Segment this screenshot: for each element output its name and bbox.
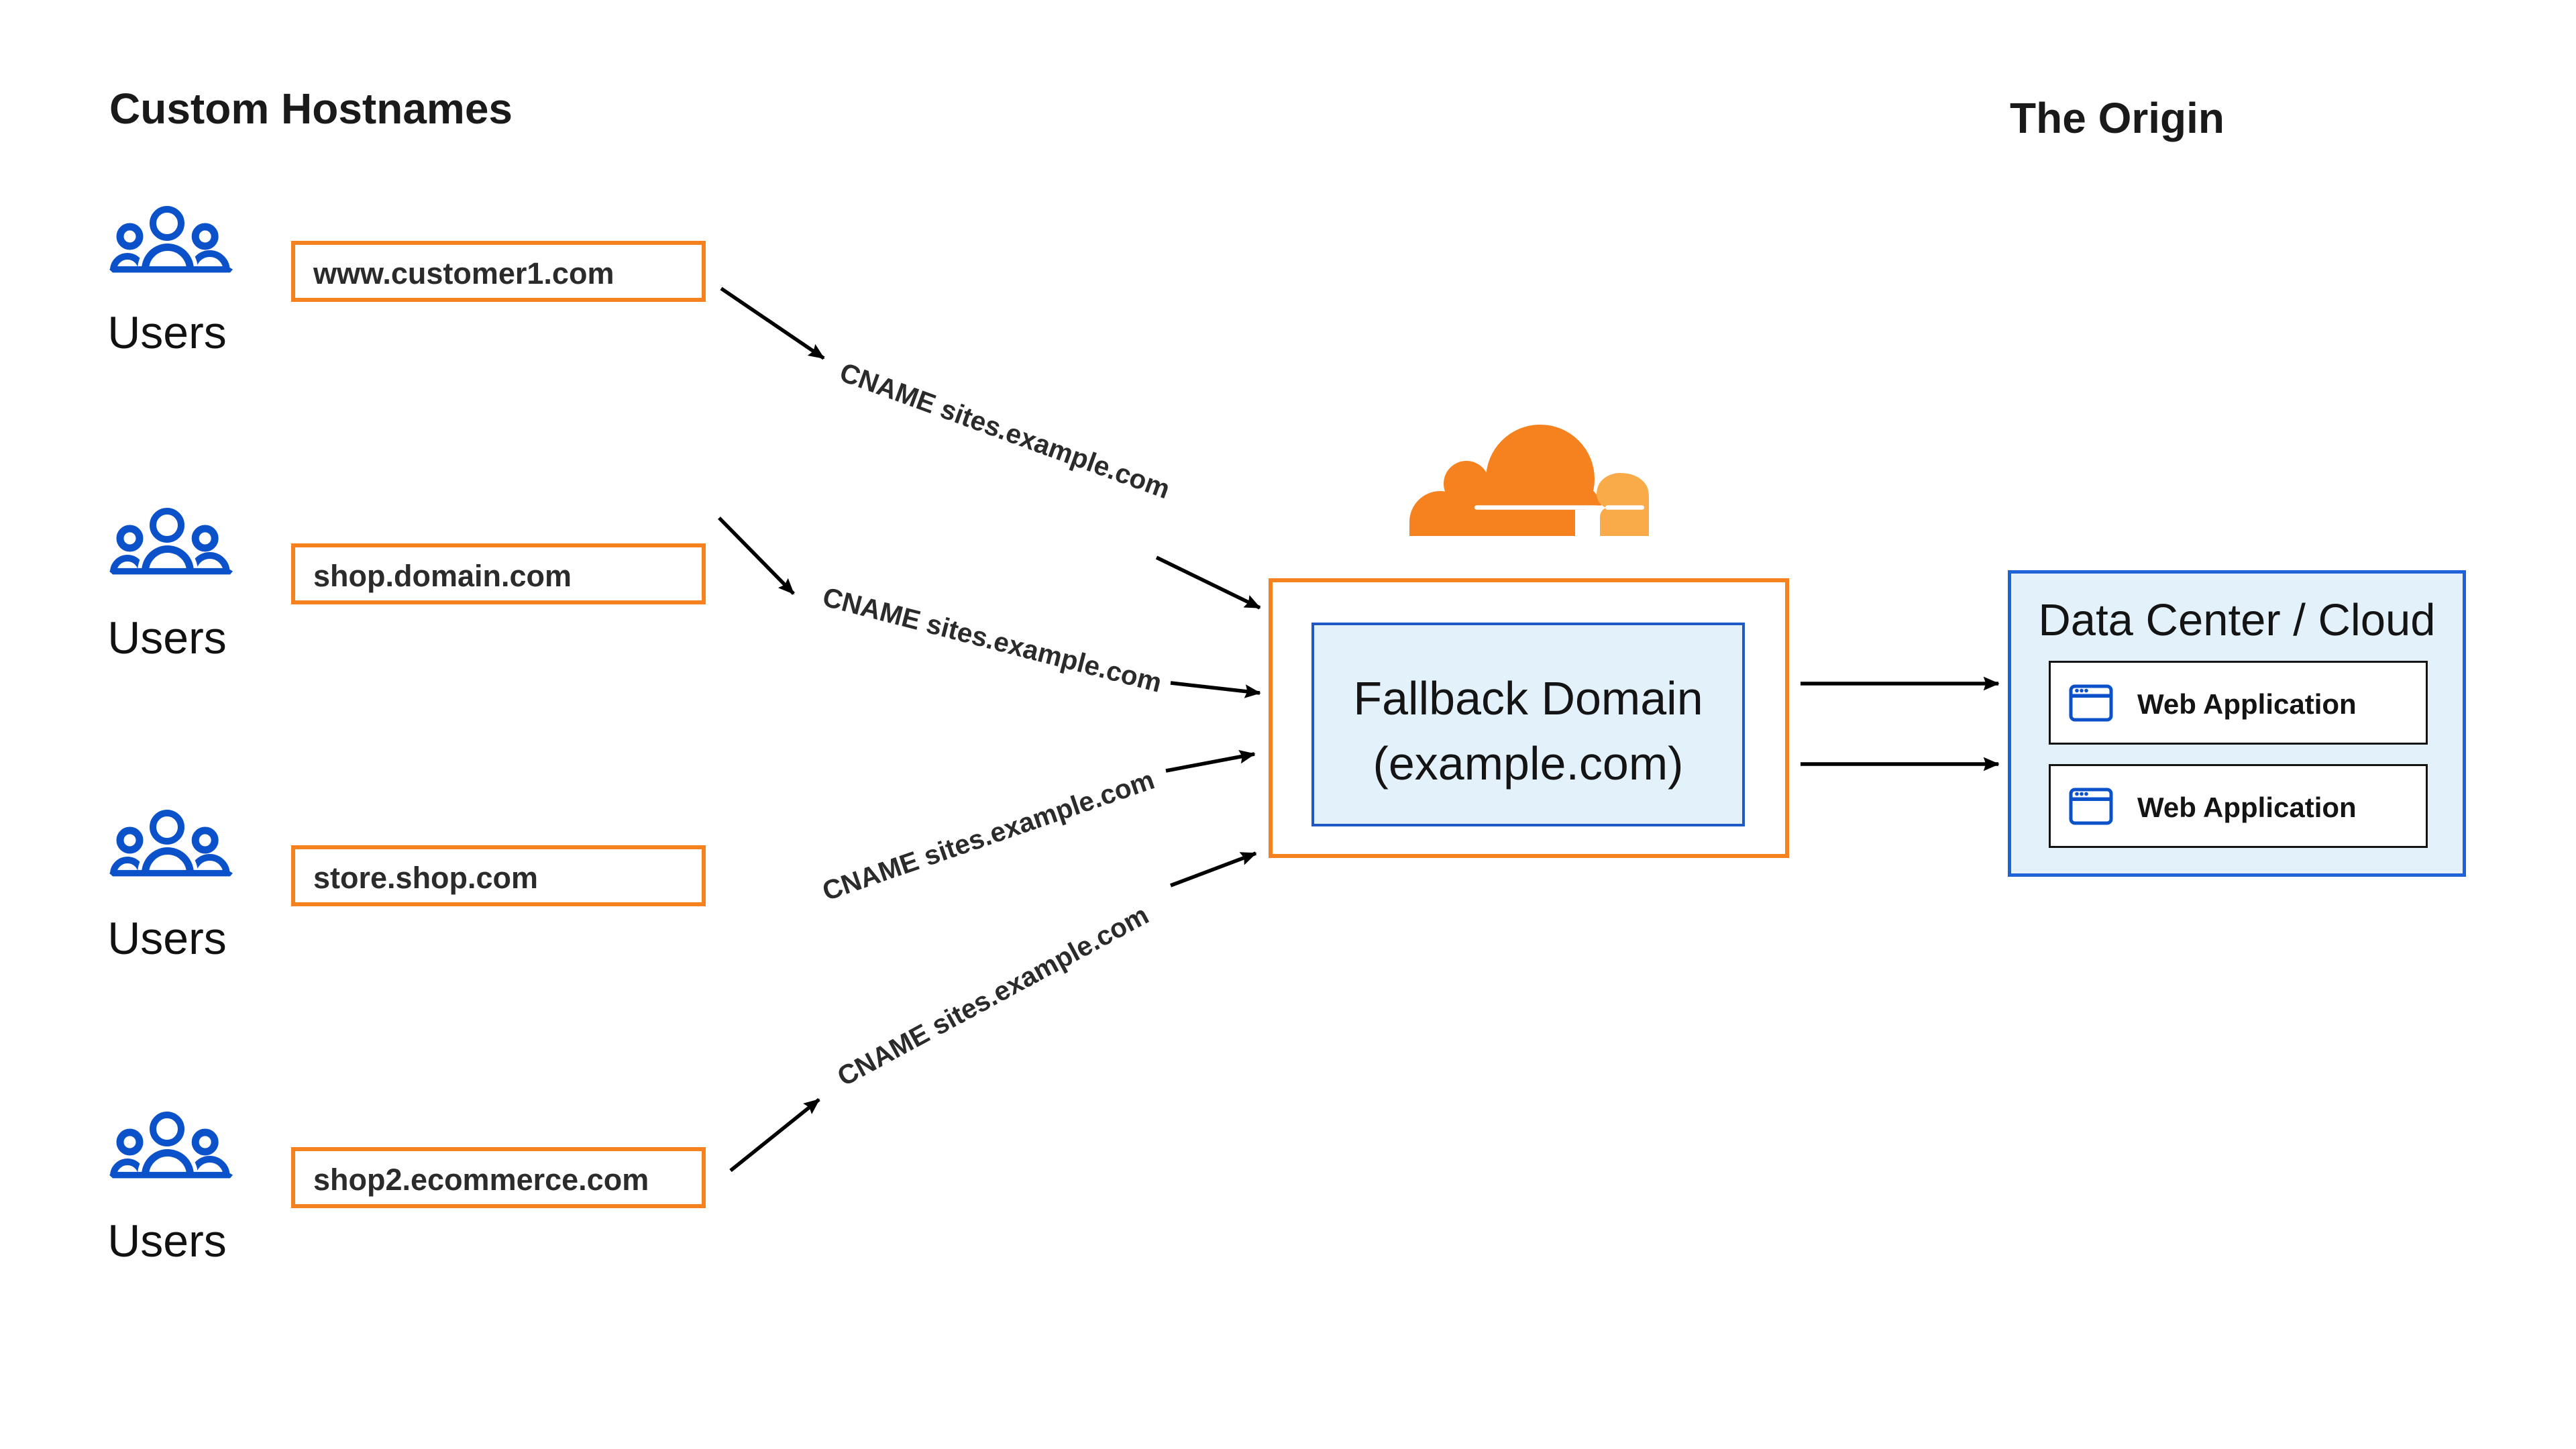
svg-text:CNAME sites.example.com: CNAME sites.example.com: [820, 581, 1165, 698]
svg-text:CNAME sites.example.com: CNAME sites.example.com: [832, 899, 1153, 1092]
svg-text:CNAME sites.example.com: CNAME sites.example.com: [836, 356, 1174, 504]
svg-text:CNAME sites.example.com: CNAME sites.example.com: [818, 764, 1159, 907]
